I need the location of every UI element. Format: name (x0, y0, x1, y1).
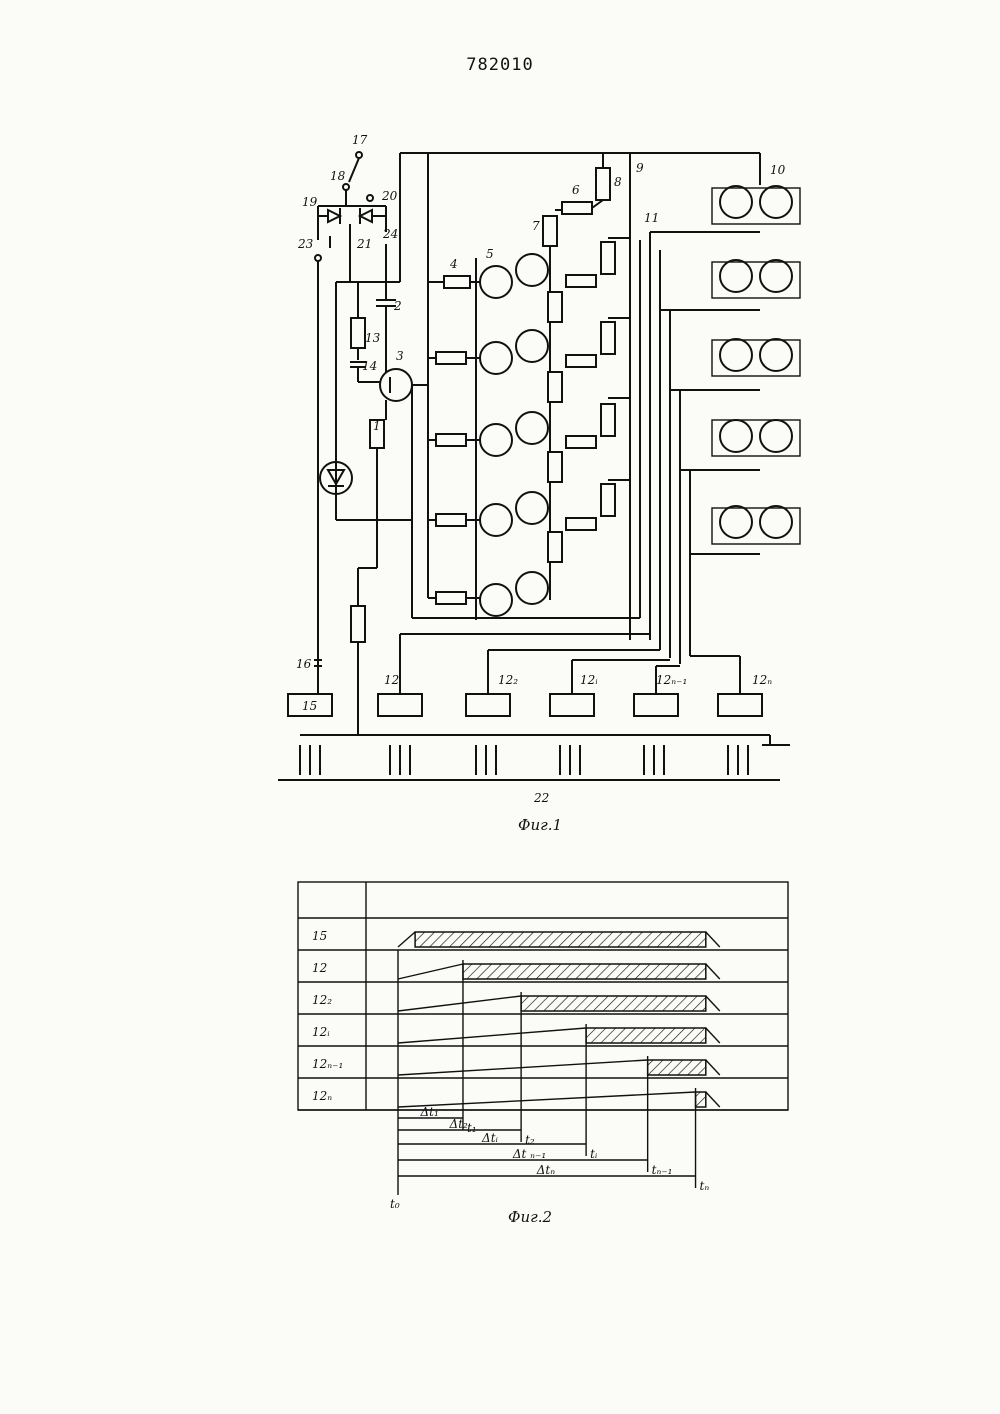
ramp (398, 1028, 586, 1043)
decay (706, 964, 720, 979)
label-21: 21 (356, 237, 372, 251)
relay-label-12: 12 (384, 673, 399, 687)
label-7: 7 (532, 219, 540, 233)
interval-label: Δt₁ (419, 1105, 438, 1119)
label-11: 11 (644, 211, 659, 225)
active-bar (696, 1092, 706, 1107)
active-bar (586, 1028, 706, 1043)
relay-label-12-2: 12₂ (498, 673, 518, 687)
time-label: tᵢ (590, 1147, 598, 1161)
label-5: 5 (486, 247, 494, 261)
decay (706, 1028, 720, 1043)
relay-label-12-n-1: 12ₙ₋₁ (656, 673, 687, 687)
label-9: 9 (636, 161, 644, 175)
ramp (398, 1060, 648, 1075)
time-label: tₙ₋₁ (652, 1163, 673, 1177)
top-bus (400, 153, 760, 640)
ramp (398, 1092, 696, 1107)
label-10: 10 (770, 163, 786, 177)
interval-label: Δt₂ (449, 1117, 468, 1131)
timing-row-label: 12ₙ₋₁ (312, 1057, 343, 1071)
label-2: 2 (393, 299, 402, 313)
label-4: 4 (449, 257, 458, 271)
label-15: 15 (302, 699, 317, 713)
ramp (398, 964, 463, 979)
label-18: 18 (330, 169, 346, 183)
label-19: 19 (302, 195, 318, 209)
timing-marks: t₀ Δt₁ t₁Δt₂ t₂ Δtᵢ tᵢ Δt ₙ₋₁ tₙ₋₁ Δtₙ tₙ (390, 950, 709, 1211)
figure-1-caption: Фиг.1 (518, 816, 562, 834)
label-13: 13 (365, 331, 381, 345)
interval-label: Δt ₙ₋₁ (512, 1147, 546, 1161)
output-pairs (650, 186, 800, 664)
figure-2-caption: Фиг.2 (508, 1208, 552, 1226)
relay-label-12-i: 12ᵢ (580, 673, 598, 687)
ramp (398, 996, 521, 1011)
label-17: 17 (352, 133, 368, 147)
active-bar (463, 964, 706, 979)
figure-1-labels: 1 2 3 4 5 6 7 8 9 10 11 13 14 15 16 17 1… (296, 133, 786, 834)
label-16: 16 (296, 657, 312, 671)
timing-rows: 15 12 12₂ 12ᵢ 12ₙ₋₁ 12ₙ (298, 929, 788, 1110)
label-1: 1 (373, 419, 381, 433)
decay (706, 996, 720, 1011)
active-bar (521, 996, 706, 1011)
label-22: 22 (533, 791, 549, 805)
label-6: 6 (572, 183, 580, 197)
time-label: t₂ (525, 1133, 535, 1147)
active-bar (648, 1060, 706, 1075)
interval-label: Δtₙ (536, 1163, 555, 1177)
timing-row-label: 12₂ (312, 993, 332, 1007)
label-23: 23 (297, 237, 314, 251)
timing-row-label: 15 (312, 929, 327, 943)
timing-row-label: 12 (312, 961, 327, 975)
figure-2-timing: 15 12 12₂ 12ᵢ 12ₙ₋₁ 12ₙ t₀ Δt₁ t₁Δt₂ t₂ Δtᵢ tᵢ Δt ₙ… (298, 882, 788, 1226)
timing-row-label: 12ₙ (312, 1089, 332, 1103)
relay-row (288, 634, 790, 745)
relay-label-12-n: 12ₙ (752, 673, 772, 687)
interval-label: Δtᵢ (481, 1131, 498, 1145)
timing-row-label: 12ᵢ (312, 1025, 330, 1039)
active-bar (415, 932, 706, 947)
ramp (398, 932, 415, 947)
label-14: 14 (362, 359, 377, 373)
decay (706, 1060, 720, 1075)
output-contacts (278, 745, 780, 780)
label-20: 20 (381, 189, 398, 203)
label-3: 3 (396, 349, 404, 363)
decay (706, 932, 720, 947)
label-8: 8 (614, 175, 622, 189)
time-label: t₁ (467, 1121, 477, 1135)
time-label: t₀ (390, 1197, 400, 1211)
label-24: 24 (382, 227, 398, 241)
time-label: tₙ (700, 1179, 710, 1193)
transistor-stages (428, 168, 630, 620)
decay (706, 1092, 720, 1107)
